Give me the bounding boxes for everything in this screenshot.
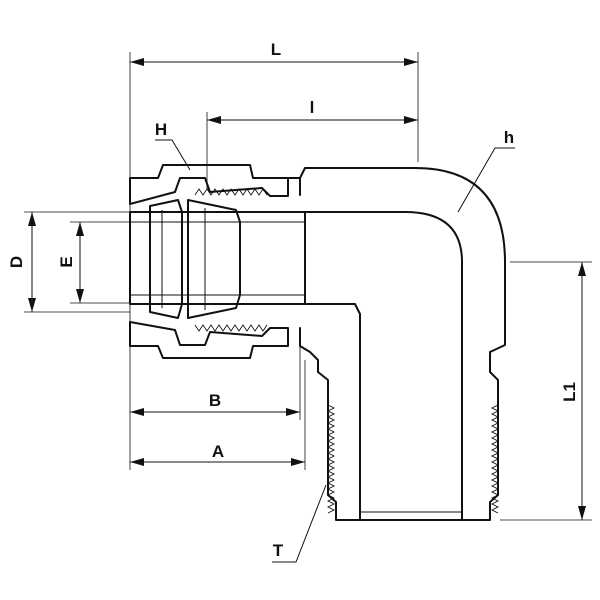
dim-B-arrow-left	[130, 408, 144, 416]
label-h: h	[504, 128, 514, 147]
label-B: B	[209, 391, 221, 410]
label-l: l	[310, 98, 315, 117]
hex-nut	[129, 164, 289, 205]
dim-A-arrow-left	[130, 458, 144, 466]
elbow-body	[287, 167, 506, 521]
body-shoulder-lower	[299, 327, 361, 521]
leader-h	[457, 147, 515, 213]
dim-E-arrow-top	[76, 222, 84, 236]
dim-L-arrow-left	[130, 58, 144, 66]
hex-nut-lower	[129, 321, 289, 359]
label-D: D	[7, 256, 26, 268]
fitting-body	[129, 164, 506, 521]
tube	[129, 211, 306, 305]
back-ferrule	[187, 199, 241, 319]
dim-B-arrow-right	[286, 408, 300, 416]
male-threads	[326, 404, 500, 514]
dim-l-arrow-right	[404, 116, 418, 124]
dim-L-arrow-right	[404, 58, 418, 66]
dim-L1-arrow-top	[578, 262, 586, 276]
label-T: T	[273, 541, 284, 560]
label-E: E	[57, 256, 76, 267]
label-A: A	[212, 442, 224, 461]
dimensions: L l H h B A T D E L1	[7, 40, 592, 563]
dim-l-arrow-left	[207, 116, 221, 124]
leader-H	[155, 139, 191, 171]
dim-D-arrow-bottom	[28, 298, 36, 312]
dim-E-arrow-bottom	[76, 289, 84, 303]
front-ferrule	[149, 199, 183, 319]
label-H: H	[155, 120, 167, 139]
dim-D-arrow-top	[28, 212, 36, 226]
dim-L1-arrow-bottom	[578, 506, 586, 520]
label-L1: L1	[560, 382, 579, 402]
dim-A-arrow-right	[291, 458, 305, 466]
label-L: L	[271, 40, 281, 59]
leader-T	[272, 484, 327, 563]
